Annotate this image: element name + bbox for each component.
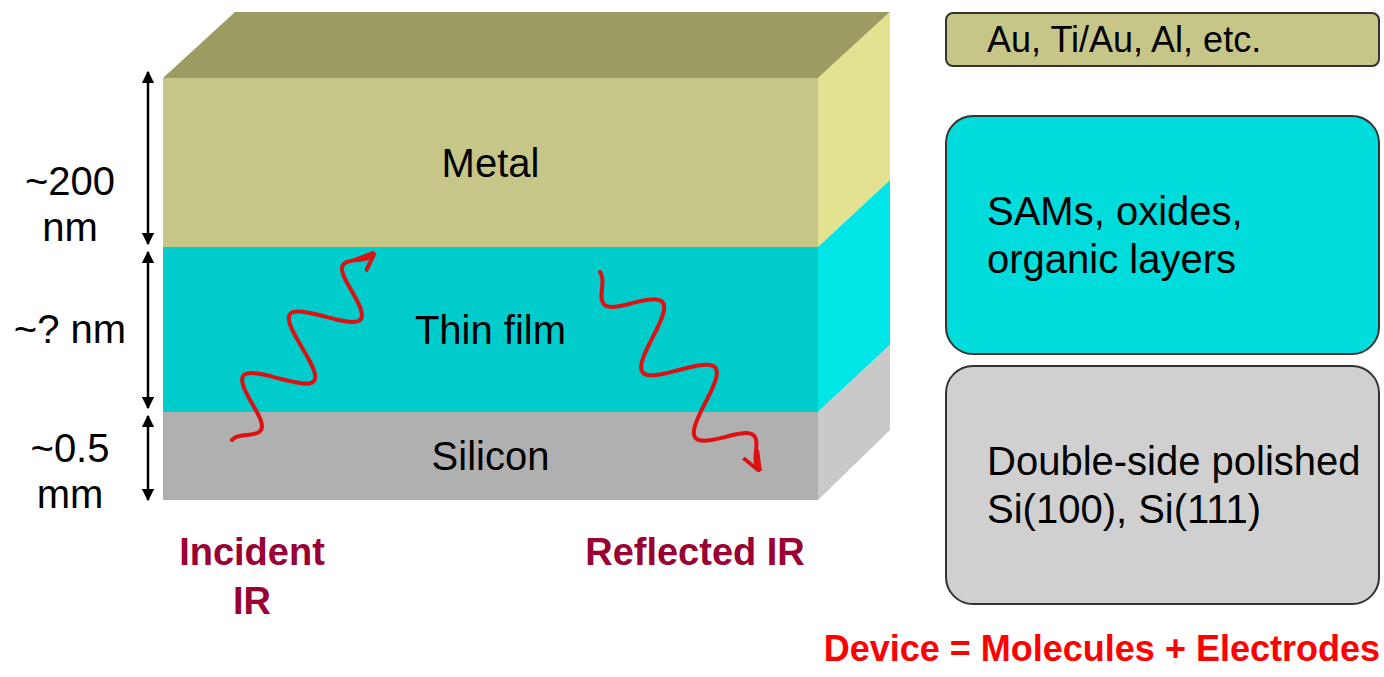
substrate-materials-box: Double-side polished Si(100), Si(111) [945, 365, 1380, 605]
incident-ir-wave [232, 255, 372, 440]
materials-text: Au, Ti/Au, Al, etc. [987, 18, 1261, 61]
dimension-label: ~? nm [4, 306, 136, 352]
silicon-side-face [818, 345, 890, 500]
beam-label: Reflected IR [582, 528, 808, 577]
layer-name: Silicon [432, 432, 550, 480]
summary-note: Device = Molecules + Electrodes [824, 628, 1380, 669]
dimension-arrow [147, 72, 150, 244]
metal-top-face [163, 12, 890, 78]
metal-front-face [163, 78, 818, 247]
film-front-face [163, 247, 818, 412]
dimension-label: ~0.5 mm [4, 425, 136, 517]
layer-name: Thin film [415, 306, 566, 354]
materials-text: SAMs, oxides, organic layers [987, 187, 1364, 283]
metal-materials-box: Au, Ti/Au, Al, etc. [945, 12, 1380, 67]
metal-layer: Metal [163, 78, 818, 247]
materials-text: Double-side polished Si(100), Si(111) [987, 437, 1364, 533]
silicon-layer: Silicon [163, 412, 818, 500]
layer-name: Metal [442, 139, 540, 187]
film-materials-box: SAMs, oxides, organic layers [945, 115, 1380, 355]
reflected-ir-wave [600, 272, 758, 468]
thin-film-layer: Thin film [163, 247, 818, 412]
dimension-label: ~200 nm [4, 158, 136, 250]
dimension-arrow [147, 416, 150, 500]
beam-label: Incident IR [162, 528, 342, 627]
dimension-arrow [147, 252, 150, 408]
